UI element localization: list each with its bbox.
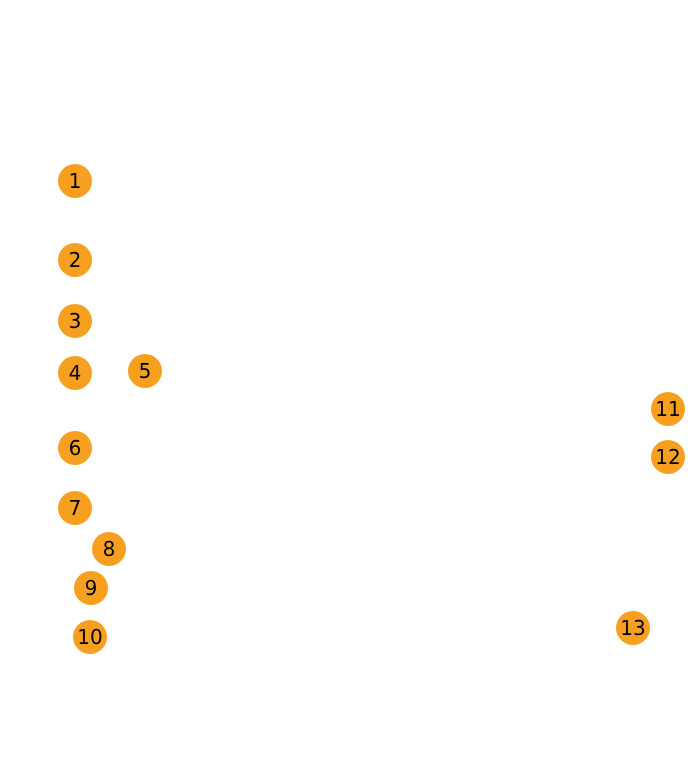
marker-3[interactable]: 3 <box>58 304 92 338</box>
marker-6[interactable]: 6 <box>58 431 92 465</box>
marker-9[interactable]: 9 <box>74 571 108 605</box>
marker-12[interactable]: 12 <box>651 440 685 474</box>
marker-11[interactable]: 11 <box>651 392 685 426</box>
marker-13[interactable]: 13 <box>616 611 650 645</box>
marker-10[interactable]: 10 <box>73 620 107 654</box>
marker-7[interactable]: 7 <box>58 491 92 525</box>
marker-5[interactable]: 5 <box>128 354 162 388</box>
marker-2[interactable]: 2 <box>58 243 92 277</box>
marker-1[interactable]: 1 <box>58 164 92 198</box>
marker-4[interactable]: 4 <box>58 356 92 390</box>
marker-8[interactable]: 8 <box>92 532 126 566</box>
